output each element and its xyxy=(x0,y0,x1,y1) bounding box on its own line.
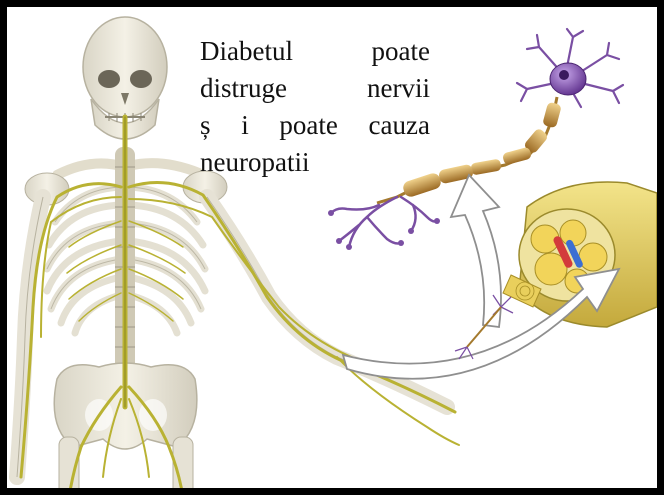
caption-line-1: Diabetul poate xyxy=(200,33,430,70)
caption-line-3: ș i poate cauza xyxy=(200,107,430,144)
caption-text: Diabetul poate distruge nervii ș i poate… xyxy=(200,33,430,181)
caption-line-2: distruge nervii xyxy=(200,70,430,107)
axon-terminals xyxy=(331,197,437,247)
nerve-bundle-cross-section xyxy=(503,182,657,327)
caption-line-4: neuropatii xyxy=(200,144,430,181)
